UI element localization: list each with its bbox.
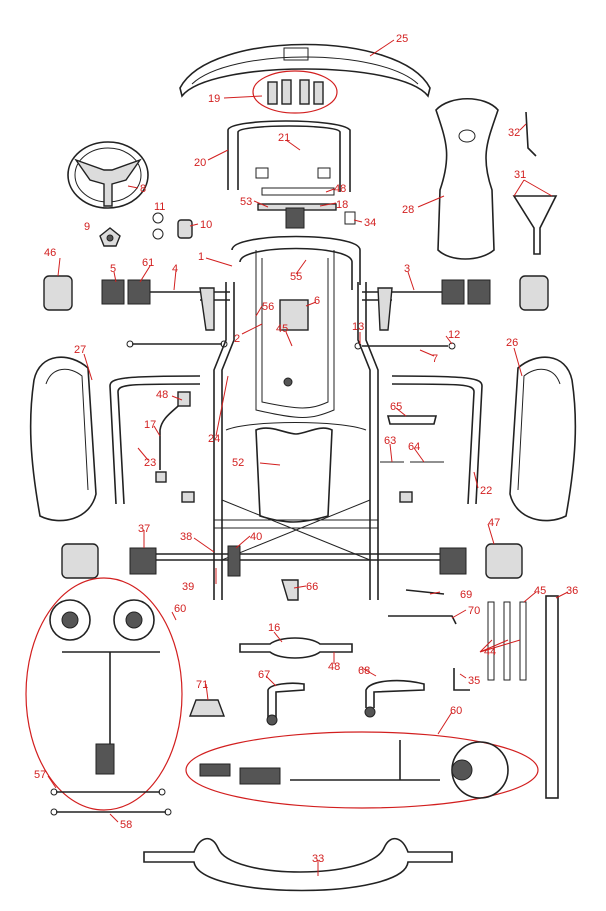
callout-13: 13: [352, 321, 364, 333]
callout-31: 31: [514, 169, 526, 181]
callout-68: 68: [358, 665, 370, 677]
callout-70: 70: [468, 605, 480, 617]
brake-cables: [50, 788, 172, 816]
steering-column: [155, 391, 191, 483]
callout-45-rods: 45: [534, 585, 546, 597]
nose-brackets-group: [252, 70, 338, 114]
callout-numbers: 25 19 21 20 32 8 48 31 53 18 28 11 9 10 …: [34, 33, 578, 865]
callout-11: 11: [154, 201, 165, 213]
stiffener-rods: [453, 595, 559, 799]
callout-44: 44: [484, 646, 496, 658]
callout-28: 28: [402, 204, 414, 216]
rear-bumper: [143, 837, 453, 892]
seat: [435, 98, 499, 260]
callout-20: 20: [194, 157, 206, 169]
callout-56: 56: [262, 301, 274, 313]
callout-53: 53: [240, 196, 252, 208]
callout-27: 27: [74, 344, 86, 356]
callout-69: 69: [460, 589, 472, 601]
front-bumper: [227, 120, 351, 192]
main-chassis-frame: [200, 235, 392, 600]
callout-65: 65: [390, 401, 402, 413]
callout-48-front: 48: [334, 183, 346, 195]
callout-26: 26: [506, 337, 518, 349]
callout-2: 2: [234, 333, 240, 345]
floor-pan: [255, 427, 333, 523]
callout-8: 8: [140, 183, 146, 195]
callout-5: 5: [110, 263, 116, 275]
callout-21: 21: [278, 132, 290, 144]
callout-32: 32: [508, 127, 520, 139]
callout-64: 64: [408, 441, 420, 453]
side-nerf-bars: [109, 375, 483, 505]
callout-23: 23: [144, 457, 156, 469]
callout-6: 6: [314, 295, 320, 307]
callout-36: 36: [566, 585, 578, 597]
callout-4: 4: [172, 263, 178, 275]
callout-55: 55: [290, 271, 302, 283]
callout-71: 71: [196, 679, 208, 691]
tie-rods: [126, 340, 456, 350]
callout-22: 22: [480, 485, 492, 497]
callout-61: 61: [142, 257, 154, 269]
callout-33: 33: [312, 853, 324, 865]
callout-58: 58: [120, 819, 132, 831]
mount-brackets: [188, 679, 425, 726]
callout-34: 34: [364, 217, 376, 229]
callout-47: 47: [488, 517, 500, 529]
callout-52: 52: [232, 457, 244, 469]
seat-stays: [512, 111, 558, 255]
callout-60-bottom: 60: [450, 705, 462, 717]
callout-63: 63: [384, 435, 396, 447]
callout-57: 57: [34, 769, 46, 781]
front-nose-fairing: [179, 43, 431, 98]
callout-37: 37: [138, 523, 150, 535]
left-side-fairing: [29, 356, 97, 522]
brake-group-left: [25, 577, 183, 811]
callout-45-center: 45: [276, 323, 288, 335]
callout-66: 66: [306, 581, 318, 593]
right-front-wheel-assembly: [377, 275, 549, 331]
front-pedal-parts: [257, 187, 356, 229]
callout-39: 39: [182, 581, 194, 593]
callout-38: 38: [180, 531, 192, 543]
left-front-wheel-assembly: [43, 275, 215, 331]
rear-axle-assembly: [61, 543, 523, 579]
steering-hub-parts: [99, 212, 193, 247]
callout-9: 9: [84, 221, 90, 233]
callout-46: 46: [44, 247, 56, 259]
rear-beam: [239, 637, 353, 659]
callout-40: 40: [250, 531, 262, 543]
callout-19: 19: [208, 93, 220, 105]
callout-leaders: [47, 39, 569, 876]
callout-10: 10: [200, 219, 212, 231]
callout-24: 24: [208, 433, 220, 445]
misc-rods: [281, 579, 457, 625]
callout-18: 18: [336, 199, 348, 211]
callout-60-left: 60: [174, 603, 186, 615]
callout-17: 17: [144, 419, 156, 431]
callout-67: 67: [258, 669, 270, 681]
callout-25: 25: [396, 33, 408, 45]
callout-16: 16: [268, 622, 280, 634]
callout-12: 12: [448, 329, 460, 341]
brake-group-bottom: [185, 731, 539, 809]
callout-1: 1: [198, 251, 204, 263]
steering-wheel: [67, 141, 149, 209]
callout-48-rear: 48: [328, 661, 340, 673]
callout-35: 35: [468, 675, 480, 687]
callout-7: 7: [432, 353, 438, 365]
callout-48-column: 48: [156, 389, 168, 401]
right-side-fairing: [509, 356, 577, 522]
callout-3: 3: [404, 263, 410, 275]
